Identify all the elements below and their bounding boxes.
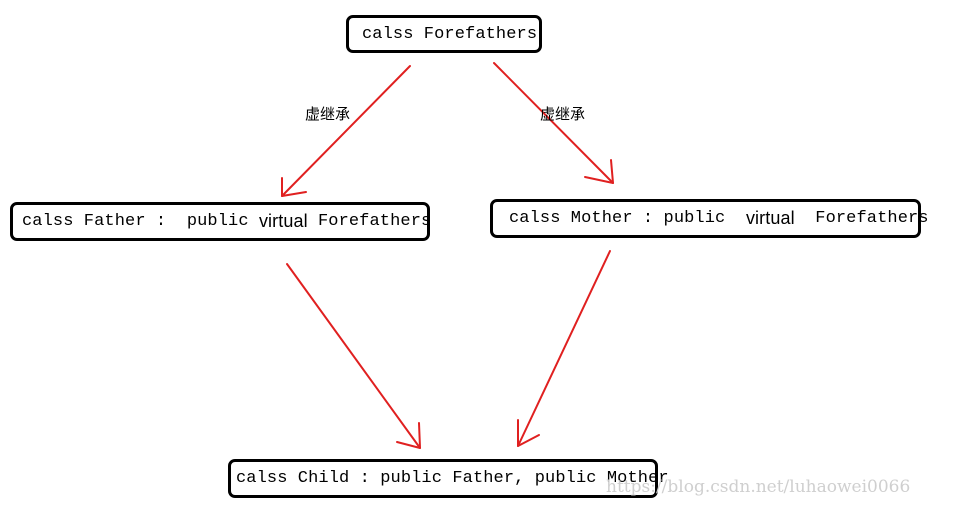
node-mother-text-post: Forefathers bbox=[794, 209, 929, 228]
edge-label-forefathers-father: 虚继承 bbox=[305, 105, 351, 123]
node-forefathers: calss Forefathers bbox=[346, 15, 542, 53]
arrow-forefathers-to-mother bbox=[493, 62, 614, 184]
watermark: https://blog.csdn.net/luhaowei0066 bbox=[606, 477, 911, 497]
arrow-father-to-child bbox=[286, 263, 421, 449]
node-mother: calss Mother : public virtual Forefather… bbox=[490, 199, 928, 238]
node-father-text-pre: calss Father : public bbox=[22, 212, 259, 231]
node-child: calss Child : public Father, public Moth… bbox=[228, 459, 669, 498]
node-mother-keyword: virtual bbox=[745, 208, 795, 228]
arrow-forefathers-to-father bbox=[281, 65, 411, 197]
node-father-text-post: Forefathers bbox=[307, 212, 432, 231]
node-forefathers-text: calss Forefathers bbox=[362, 24, 538, 44]
node-child-text: calss Child : public Father, public Moth… bbox=[236, 469, 669, 488]
node-father: calss Father : public virtual Forefather… bbox=[10, 202, 432, 241]
arrow-mother-to-child bbox=[517, 250, 611, 447]
node-father-keyword: virtual bbox=[258, 211, 308, 231]
node-mother-text-pre: calss Mother : public bbox=[509, 209, 746, 228]
edge-label-forefathers-mother: 虚继承 bbox=[540, 105, 586, 123]
